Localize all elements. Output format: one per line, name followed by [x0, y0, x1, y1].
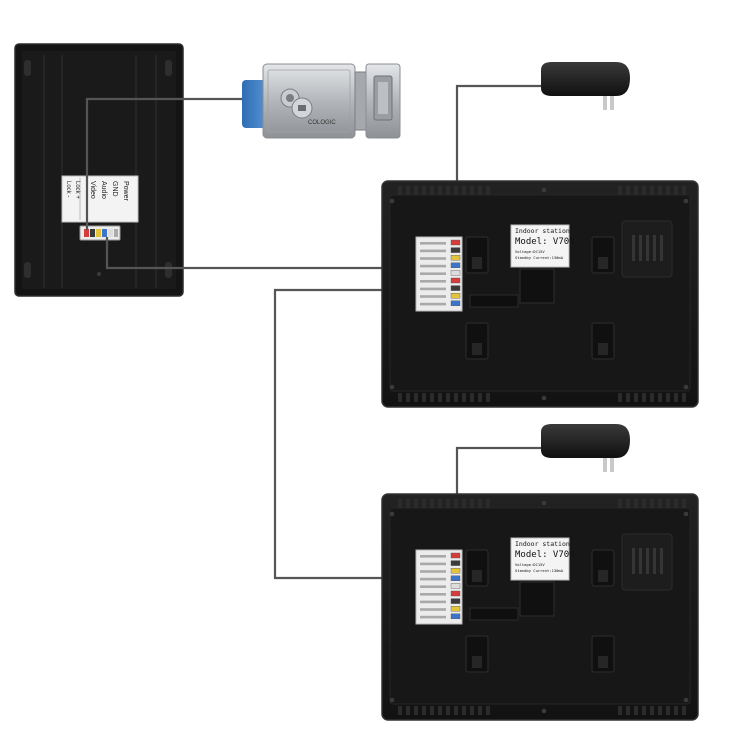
outdoor-terminal-label: Power GND Audio Video Lock +Lock -: [61, 175, 139, 223]
sticker-spec: Voltage:DC15V: [515, 249, 545, 254]
power-adapter-1: [541, 62, 630, 110]
outdoor-unit: Power GND Audio Video Lock +Lock -: [14, 43, 184, 297]
sticker-spec: Standby Current:130mA: [515, 568, 564, 573]
power-adapter-2: [541, 424, 630, 472]
outdoor-connector: [79, 225, 121, 241]
outdoor-lock-label-item: Lock +: [74, 181, 80, 199]
outdoor-unit-ribs: [43, 55, 157, 288]
electric-lock: COLOGIC: [242, 63, 401, 139]
indoor-to-indoor-wire: [273, 288, 420, 580]
outdoor-terminal-label-item: Video: [89, 181, 96, 199]
mounting-hooks: [465, 236, 615, 360]
sticker-title: Indoor station: [515, 227, 570, 235]
outdoor-to-indoor-wire: [105, 237, 420, 270]
speaker-grille: [621, 220, 673, 278]
indoor-terminal-block: [415, 549, 463, 625]
sticker-model: Model: V70N: [515, 237, 575, 247]
lock-wire: [85, 97, 242, 230]
indoor-vents: [389, 186, 689, 402]
outdoor-terminal-label-item: Audio: [100, 181, 107, 199]
lock-brand: COLOGIC: [308, 120, 336, 126]
sticker-spec: Voltage:DC15V: [515, 562, 545, 567]
indoor-terminal-block: [415, 236, 463, 312]
outdoor-lock-label-item: Lock -: [65, 181, 71, 197]
outdoor-terminal-label-item: Power: [122, 181, 129, 202]
speaker-grille: [621, 533, 673, 591]
mounting-hooks: [465, 549, 615, 673]
outdoor-terminal-label-item: GND: [111, 181, 118, 197]
sticker-title: Indoor station: [515, 540, 570, 548]
sticker-spec: Standby Current:130mA: [515, 255, 564, 260]
lock-strike-plate: [365, 63, 401, 139]
sticker-model: Model: V70N: [515, 550, 575, 560]
mounting-slots: [24, 60, 172, 278]
indoor-vents: [389, 499, 689, 715]
